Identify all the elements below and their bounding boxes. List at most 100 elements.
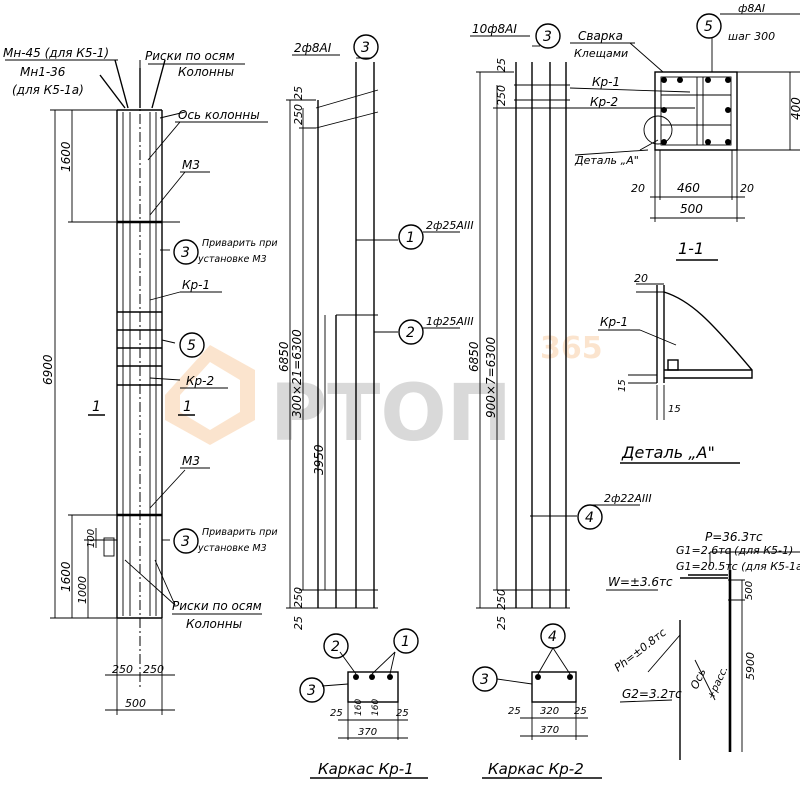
detail-a-labels: 20 Кр-1 15 15 Деталь „А" (600, 272, 715, 462)
sec-label-shag: шаг 300 (728, 30, 775, 43)
kr2-sec-320: 320 (540, 706, 559, 717)
kr2-sec-25a: 25 (508, 706, 521, 717)
kr1-labels: 2ф8АI 3 250 25 6850 300×21=6300 3950 250… (277, 40, 474, 778)
load-dim-5900: 5900 (744, 652, 757, 680)
kr2-dim-250-top: 250 (495, 85, 508, 106)
dim-1600-bot: 1600 (59, 561, 73, 592)
kr2-dim-25-top: 25 (495, 58, 508, 72)
kr2-dim-250-bot: 250 (495, 589, 508, 610)
kr2-labels: 10ф8АI 3 25 250 6850 900×7=6300 250 25 4… (467, 22, 652, 778)
watermark-logo-icon (165, 345, 255, 445)
sec-label-kr1: Кр-1 (592, 75, 620, 89)
kr2-title: Каркас Кр-2 (488, 760, 584, 778)
detail-dim-15b: 15 (668, 404, 681, 415)
kr1-bubble-1-text: 1 (406, 230, 415, 246)
label-os-kolonny: Ось колонны (178, 108, 260, 122)
load-g2: G2=3.2тс (622, 687, 682, 701)
kr1-sec-160b: 160 (371, 699, 381, 716)
sec-bubble-5-text: 5 (704, 19, 713, 35)
label-m3-top: М3 (182, 158, 200, 172)
kr1-dim-250-bot: 250 (292, 587, 305, 608)
kr1-title: Каркас Кр-1 (318, 760, 414, 778)
kr1-dim-3950: 3950 (312, 444, 326, 475)
label-riski-top-b: Колонны (178, 65, 234, 79)
kr1-rebar-2: 1ф25АIII (426, 315, 474, 328)
kr2-dim-6850: 6850 (467, 341, 481, 372)
kr1-top-label: 2ф8АI (294, 41, 332, 55)
label-mn136: Мн1-36 (20, 65, 66, 79)
kr1-bubble-2-text: 2 (406, 325, 415, 341)
kr2-sec-bubble-3: 3 (480, 672, 489, 688)
label-kr2: Кр-2 (186, 374, 214, 388)
sec-label-kleshami: Клещами (574, 47, 628, 60)
sec-dim-400: 400 (789, 97, 800, 120)
load-dim-500: 500 (744, 581, 755, 600)
kr2-sec-370: 370 (540, 725, 559, 736)
sec-dim-20a: 20 (631, 182, 645, 195)
dim-6900: 6900 (41, 354, 55, 385)
loads-scheme (606, 548, 800, 760)
load-ph: Ph=±0.8тс (612, 626, 669, 674)
sec-dim-20b: 20 (740, 182, 754, 195)
detail-dim-20: 20 (634, 272, 648, 285)
label-privarit-bot-b: установке М3 (197, 543, 267, 554)
kr1-sec-25a: 25 (330, 708, 343, 719)
kr2-bubble-top-text: 3 (543, 29, 552, 45)
bubble-3-bot-text: 3 (181, 534, 190, 550)
label-riski-bot-b: Колонны (186, 617, 242, 631)
label-riski-top-a: Риски по осям (145, 49, 235, 63)
sec-label-detail: Деталь „А" (574, 154, 639, 167)
label-mn45: Мн-45 (для К5-1) (3, 46, 109, 60)
kr1-sec-160a: 160 (354, 699, 364, 716)
dim-250-right: 250 (143, 663, 164, 676)
label-m3-bot: М3 (182, 454, 200, 468)
detail-kr1: Кр-1 (600, 315, 628, 329)
kr1-dim-25-top: 25 (292, 86, 305, 100)
kr2-elevation (470, 23, 640, 779)
sec-label-svarka: Сварка (578, 29, 623, 43)
load-g1b: G1=20.5тс (для К5-1а) (676, 560, 800, 573)
kr1-elevation (286, 34, 460, 779)
sec-dim-500: 500 (680, 202, 703, 216)
kr2-dim-900x7: 900×7=6300 (484, 336, 498, 418)
load-p: P=36.3тс (705, 530, 763, 544)
load-w: W=±3.6тс (608, 575, 673, 589)
label-kr1: Кр-1 (182, 278, 210, 292)
section-mark-left: 1 (92, 399, 101, 415)
sec-label-kr2: Кр-2 (590, 95, 618, 109)
kr1-bubble-top-text: 3 (361, 40, 370, 56)
dim-1600-top: 1600 (59, 141, 73, 172)
label-privarit-top-b: установке М3 (197, 254, 267, 265)
dim-250-left: 250 (112, 663, 133, 676)
watermark-brand: РТОП (270, 369, 512, 459)
bubble-5-text: 5 (187, 338, 196, 354)
kr1-dim-250-top: 250 (292, 104, 305, 125)
dim-1000: 1000 (76, 576, 89, 604)
label-k51a: (для К5-1а) (12, 83, 84, 97)
label-privarit-top-a: Приварить при (202, 238, 278, 249)
load-rass: +расс. (706, 665, 731, 701)
loads-labels: P=36.3тс G1=2.6тс (для К5-1) G1=20.5тс (… (608, 530, 800, 701)
bubble-3-top-text: 3 (181, 245, 190, 261)
kr2-dim-25-bot: 25 (495, 616, 508, 630)
sec-title-1-1: 1-1 (678, 239, 704, 258)
label-privarit-bot-a: Приварить при (202, 527, 278, 538)
column-elevation (5, 59, 268, 715)
kr1-sec-bubble-1: 1 (401, 634, 410, 650)
kr2-top-label: 10ф8АI (472, 22, 517, 36)
kr1-dim-6850: 6850 (277, 341, 291, 372)
detail-a (598, 283, 753, 464)
kr2-sec-25b: 25 (574, 706, 587, 717)
kr1-sec-bubble-2: 2 (331, 639, 340, 655)
kr1-sec-370: 370 (358, 727, 377, 738)
dim-100: 100 (86, 529, 97, 548)
detail-dim-15a: 15 (617, 379, 628, 392)
sec-dim-460: 460 (677, 181, 700, 195)
section-1-1 (569, 13, 800, 261)
sec-label-f8: ф8АI (738, 2, 765, 15)
kr1-dim-25-bot: 25 (292, 616, 305, 630)
column-labels: Мн-45 (для К5-1) Мн1-36 (для К5-1а) Риск… (3, 46, 278, 710)
kr2-sec-bubble-4: 4 (548, 629, 557, 645)
load-g1a: G1=2.6тс (для К5-1) (676, 544, 793, 557)
